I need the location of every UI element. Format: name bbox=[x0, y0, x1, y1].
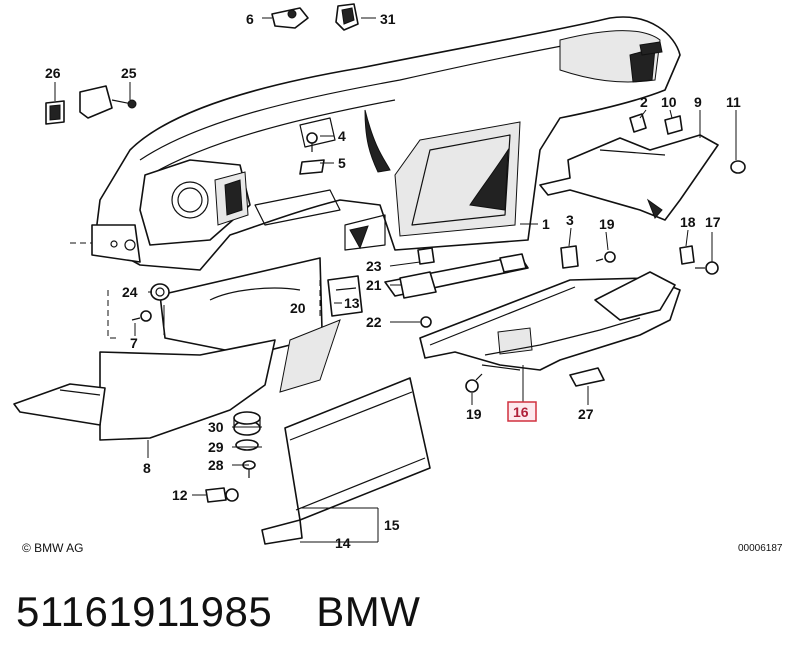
callout-14: 14 bbox=[335, 535, 351, 551]
bracket-part-13 bbox=[327, 275, 363, 317]
nut-part-22 bbox=[420, 316, 432, 328]
callout-19-upper: 19 bbox=[599, 216, 615, 232]
lower-panel-part-15 bbox=[261, 377, 431, 545]
clip-part-18 bbox=[679, 245, 695, 265]
bracket-part-25 bbox=[79, 85, 137, 119]
part-caption: 51161911985 BMW bbox=[16, 588, 420, 636]
callout-7: 7 bbox=[130, 335, 138, 351]
clip-part-6 bbox=[271, 7, 309, 29]
cap-part-31 bbox=[335, 3, 359, 31]
callout-21: 21 bbox=[366, 277, 382, 293]
callout-31: 31 bbox=[380, 11, 396, 27]
callout-29: 29 bbox=[208, 439, 224, 455]
callout-13: 13 bbox=[344, 295, 360, 311]
clip-part-26 bbox=[45, 100, 65, 125]
callout-3: 3 bbox=[566, 212, 574, 228]
screw-part-17 bbox=[695, 261, 719, 275]
drawing-number: 00006187 bbox=[738, 543, 783, 554]
screw-part-12 bbox=[205, 487, 239, 503]
bushing-part-30 bbox=[233, 411, 261, 436]
callout-24: 24 bbox=[122, 284, 138, 300]
callout-8: 8 bbox=[143, 460, 151, 476]
leader-lines bbox=[54, 17, 737, 543]
clip-nut-part-5 bbox=[299, 159, 325, 175]
grommet-part-24 bbox=[150, 283, 170, 301]
callout-labels: 6 31 26 25 4 5 2 10 9 11 1 3 19 18 17 23… bbox=[45, 11, 741, 551]
callout-20: 20 bbox=[290, 300, 306, 316]
callout-25: 25 bbox=[121, 65, 137, 81]
callout-15: 15 bbox=[384, 517, 400, 533]
screw-part-19-lower bbox=[465, 373, 483, 393]
callout-10: 10 bbox=[661, 94, 677, 110]
callout-22: 22 bbox=[366, 314, 382, 330]
callout-5: 5 bbox=[338, 155, 346, 171]
support-rail-part-23 bbox=[384, 247, 529, 299]
callout-11: 11 bbox=[726, 94, 741, 110]
clip-part-3 bbox=[560, 245, 579, 269]
callout-23: 23 bbox=[366, 258, 382, 274]
knee-panel-bracket-part-16 bbox=[419, 271, 681, 371]
bulb-part-2 bbox=[629, 113, 647, 133]
screw-part-4 bbox=[306, 132, 318, 152]
dashboard-panel bbox=[70, 16, 681, 271]
callout-28: 28 bbox=[208, 457, 224, 473]
callout-12: 12 bbox=[172, 487, 188, 503]
callout-30: 30 bbox=[208, 419, 224, 435]
screw-part-19-upper bbox=[595, 251, 616, 263]
callout-18: 18 bbox=[680, 214, 696, 230]
knee-bolster-part-8 bbox=[13, 319, 341, 441]
callout-9: 9 bbox=[694, 94, 702, 110]
callout-27: 27 bbox=[578, 406, 594, 422]
pad-part-27 bbox=[569, 367, 605, 387]
callout-4: 4 bbox=[338, 128, 346, 144]
washer-part-29 bbox=[235, 439, 259, 451]
screw-part-28 bbox=[242, 460, 256, 478]
callout-19-lower: 19 bbox=[466, 406, 482, 422]
clip-part-10 bbox=[664, 115, 683, 135]
callout-1: 1 bbox=[542, 216, 550, 232]
brand-name: BMW bbox=[316, 588, 421, 635]
callout-16: 16 bbox=[513, 404, 529, 420]
callout-17: 17 bbox=[705, 214, 721, 230]
cap-part-11 bbox=[730, 160, 746, 174]
callout-2: 2 bbox=[640, 94, 648, 110]
cover-panel-part-9 bbox=[539, 134, 719, 221]
screw-part-7 bbox=[131, 310, 152, 322]
part-number: 51161911985 bbox=[16, 588, 273, 635]
highlight-box-16 bbox=[507, 401, 537, 422]
copyright-notice: © BMW AG bbox=[22, 541, 84, 555]
callout-26: 26 bbox=[45, 65, 61, 81]
parts-diagram: 6 31 26 25 4 5 2 10 9 11 1 3 19 18 17 23… bbox=[13, 3, 746, 551]
callout-6: 6 bbox=[246, 11, 254, 27]
